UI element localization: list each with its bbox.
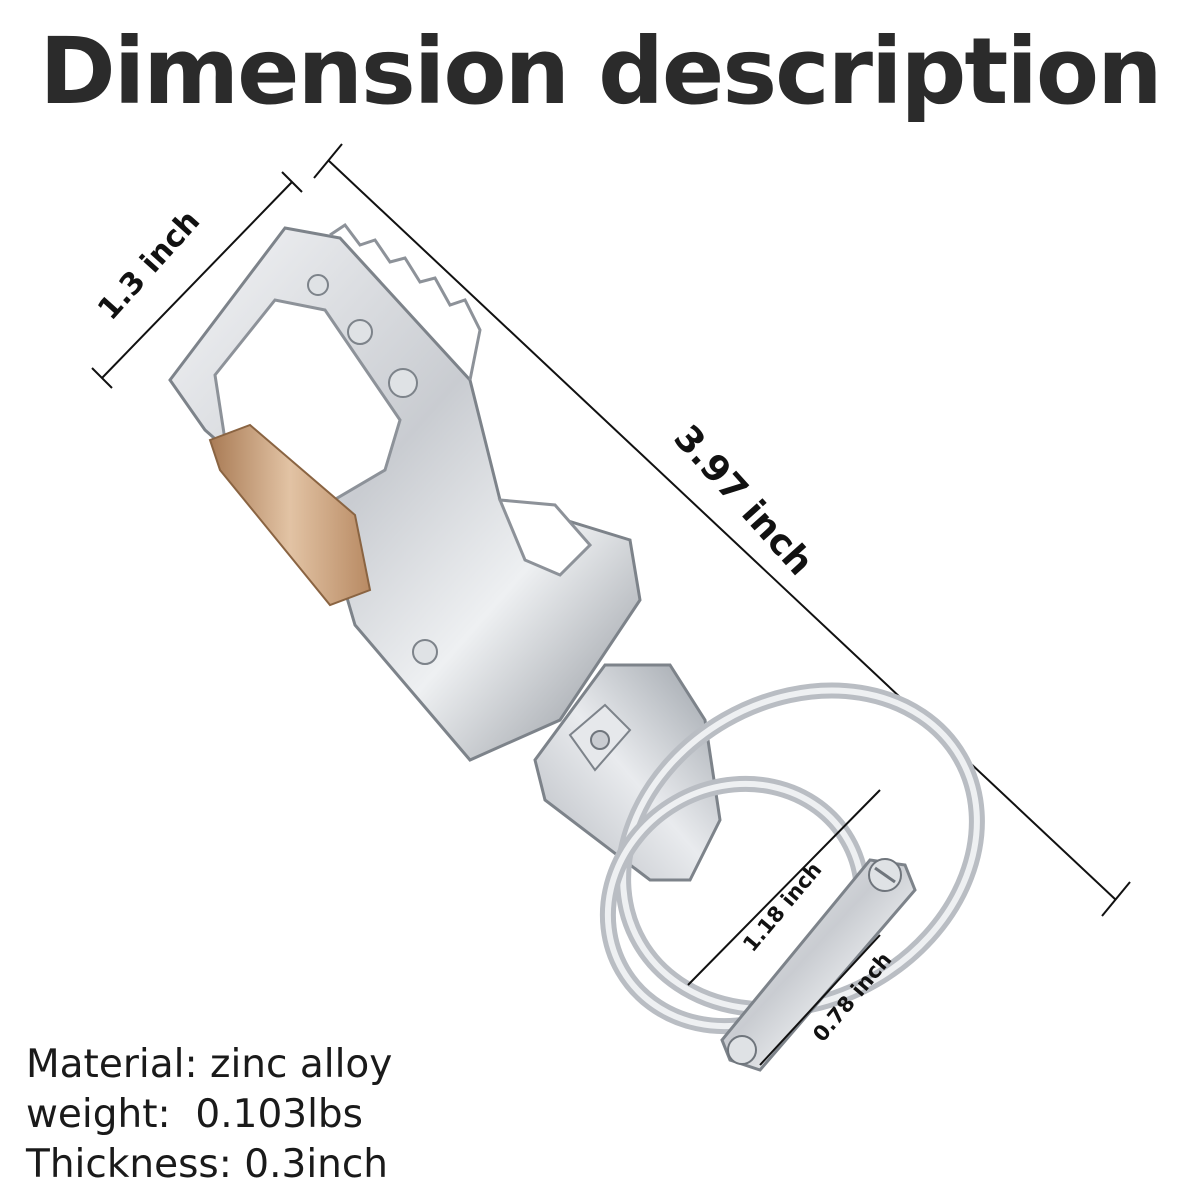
carabiner-body: [168, 222, 642, 762]
thickness-spec: Thickness: 0.3inch: [26, 1142, 389, 1187]
swivel-connector: [533, 663, 722, 882]
material-spec: Material: zinc alloy: [26, 1042, 393, 1087]
ring-outer-dimension-line: [687, 789, 881, 986]
length-dimension-line: [313, 143, 1131, 917]
d-shackle: [720, 858, 917, 1072]
weight-spec: weight: 0.103lbs: [26, 1092, 363, 1137]
width-dimension-line: [91, 171, 303, 389]
ring-inner-dimension-line: [759, 934, 881, 1066]
specifications: Material: zinc alloy weight: 0.103lbs Th…: [26, 1040, 392, 1190]
page-title: Dimension description: [39, 18, 1162, 125]
